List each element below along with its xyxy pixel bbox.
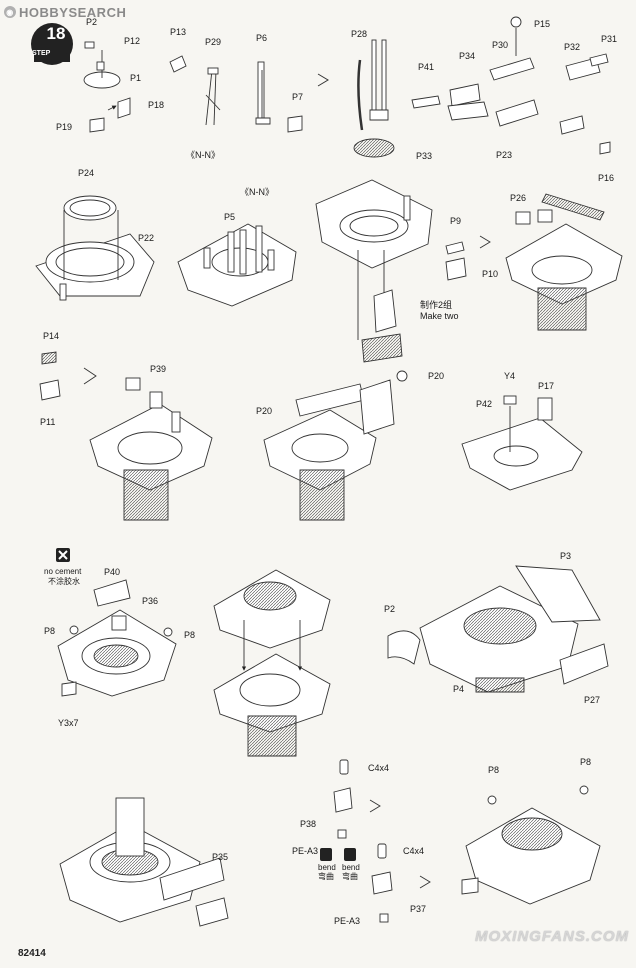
label-p39: P39 bbox=[150, 364, 167, 374]
assembly-turret-stack bbox=[213, 569, 331, 757]
label-p27: P27 bbox=[584, 695, 601, 705]
hobbysearch-logo-icon: ◉ bbox=[4, 6, 16, 18]
label-c4x4-top: C4x4 bbox=[368, 763, 390, 773]
assembly-p29 bbox=[169, 55, 221, 126]
label-no-cement: no cement bbox=[44, 567, 82, 576]
label-p31: P31 bbox=[601, 34, 618, 44]
label-p18: P18 bbox=[148, 100, 165, 110]
assembly-p6 bbox=[255, 61, 303, 133]
label-p11: P11 bbox=[40, 417, 56, 427]
label-bend-left-cn: 弯曲 bbox=[318, 872, 334, 881]
label-p16: P16 bbox=[598, 173, 615, 183]
assembly-p22 bbox=[35, 195, 155, 301]
label-p22: P22 bbox=[138, 233, 155, 243]
assembly-p36 bbox=[57, 579, 177, 697]
label-p35: P35 bbox=[212, 852, 229, 862]
label-c4x4-bottom: C4x4 bbox=[403, 846, 425, 856]
label-nn-1: 《N-N》 bbox=[186, 150, 220, 160]
label-p41: P41 bbox=[418, 62, 435, 72]
label-p24: P24 bbox=[78, 168, 95, 178]
label-p8-right: P8 bbox=[184, 630, 196, 640]
label-p5: P5 bbox=[224, 212, 236, 222]
label-y4: Y4 bbox=[504, 371, 516, 381]
label-p28: P28 bbox=[351, 29, 368, 39]
label-p36: P36 bbox=[142, 596, 159, 606]
label-p3: P3 bbox=[560, 551, 572, 561]
label-p40: P40 bbox=[104, 567, 121, 577]
assembly-p42 bbox=[461, 395, 583, 491]
label-p29: P29 bbox=[205, 37, 222, 47]
step-number: 18 bbox=[46, 24, 66, 43]
label-nn-2: 《N-N》 bbox=[240, 187, 274, 197]
assembly-p28 bbox=[353, 39, 395, 158]
label-p30: P30 bbox=[492, 40, 509, 50]
label-p9: P9 bbox=[450, 216, 462, 226]
label-p37: P37 bbox=[410, 904, 427, 914]
label-p26: P26 bbox=[510, 193, 527, 203]
watermark-top-text: HOBBYSEARCH bbox=[19, 4, 127, 20]
assembly-p5-deck bbox=[177, 223, 297, 307]
label-p1: P1 bbox=[130, 73, 142, 83]
label-p13: P13 bbox=[170, 27, 187, 37]
label-p17: P17 bbox=[538, 381, 555, 391]
label-bend-right-cn: 弯曲 bbox=[342, 872, 358, 881]
no-cement-icon bbox=[56, 548, 70, 562]
label-make-two-cn: 制作2组 bbox=[420, 300, 453, 310]
watermark-moxingfans: MOXINGFANS.COM bbox=[475, 928, 630, 945]
label-p42: P42 bbox=[476, 399, 493, 409]
step-arrow-1 bbox=[317, 73, 329, 87]
label-p2-bottom: P2 bbox=[384, 604, 396, 614]
label-p8-final-right: P8 bbox=[580, 757, 592, 767]
label-p34: P34 bbox=[459, 51, 476, 61]
page-number: 82414 bbox=[18, 948, 46, 959]
label-no-cement-cn: 不涂胶水 bbox=[48, 577, 80, 586]
label-bend-right: bend bbox=[342, 863, 360, 872]
label-p2: P2 bbox=[86, 17, 98, 27]
label-y3x7: Y3x7 bbox=[58, 718, 79, 728]
assembly-p1 bbox=[83, 41, 131, 133]
label-p20-left: P20 bbox=[256, 406, 273, 416]
label-p38: P38 bbox=[300, 819, 317, 829]
label-p32: P32 bbox=[564, 42, 581, 52]
label-p15: P15 bbox=[534, 19, 551, 29]
label-pe-a3-right: PE-A3 bbox=[334, 916, 361, 926]
label-p14: P14 bbox=[43, 331, 60, 341]
label-p8-final-left: P8 bbox=[488, 765, 500, 775]
assembly-p38 bbox=[333, 759, 381, 839]
assembly-p39 bbox=[89, 377, 213, 521]
step-word: STEP bbox=[32, 50, 51, 57]
bend-icon bbox=[320, 848, 332, 861]
label-p19: P19 bbox=[56, 122, 73, 132]
assembly-p20 bbox=[263, 370, 408, 521]
label-p10: P10 bbox=[482, 269, 499, 279]
label-p6: P6 bbox=[256, 33, 268, 43]
assembly-p10 bbox=[445, 235, 491, 281]
label-p20-right: P20 bbox=[428, 371, 445, 381]
assembly-p37 bbox=[371, 843, 431, 923]
assembly-p34 bbox=[411, 16, 611, 155]
label-p23: P23 bbox=[496, 150, 513, 160]
label-p4: P4 bbox=[453, 684, 465, 694]
label-p7: P7 bbox=[292, 92, 304, 102]
step-badge-graphic bbox=[31, 23, 73, 65]
bend-icon bbox=[344, 848, 356, 861]
label-p12: P12 bbox=[124, 36, 141, 46]
label-make-two: Make two bbox=[420, 311, 459, 321]
watermark-hobbysearch: ◉ HOBBYSEARCH bbox=[4, 4, 126, 20]
assembly-p3-p4 bbox=[387, 565, 609, 693]
assembly-p35 bbox=[59, 797, 229, 927]
assembly-center-hull bbox=[315, 179, 433, 363]
assembly-p11 bbox=[39, 351, 97, 401]
assembly-p26 bbox=[505, 193, 623, 331]
label-pe-a3-left: PE-A3 bbox=[292, 846, 319, 856]
label-p33: P33 bbox=[416, 151, 433, 161]
label-bend-left: bend bbox=[318, 863, 336, 872]
assembly-final bbox=[461, 785, 601, 905]
label-p8-left: P8 bbox=[44, 626, 56, 636]
